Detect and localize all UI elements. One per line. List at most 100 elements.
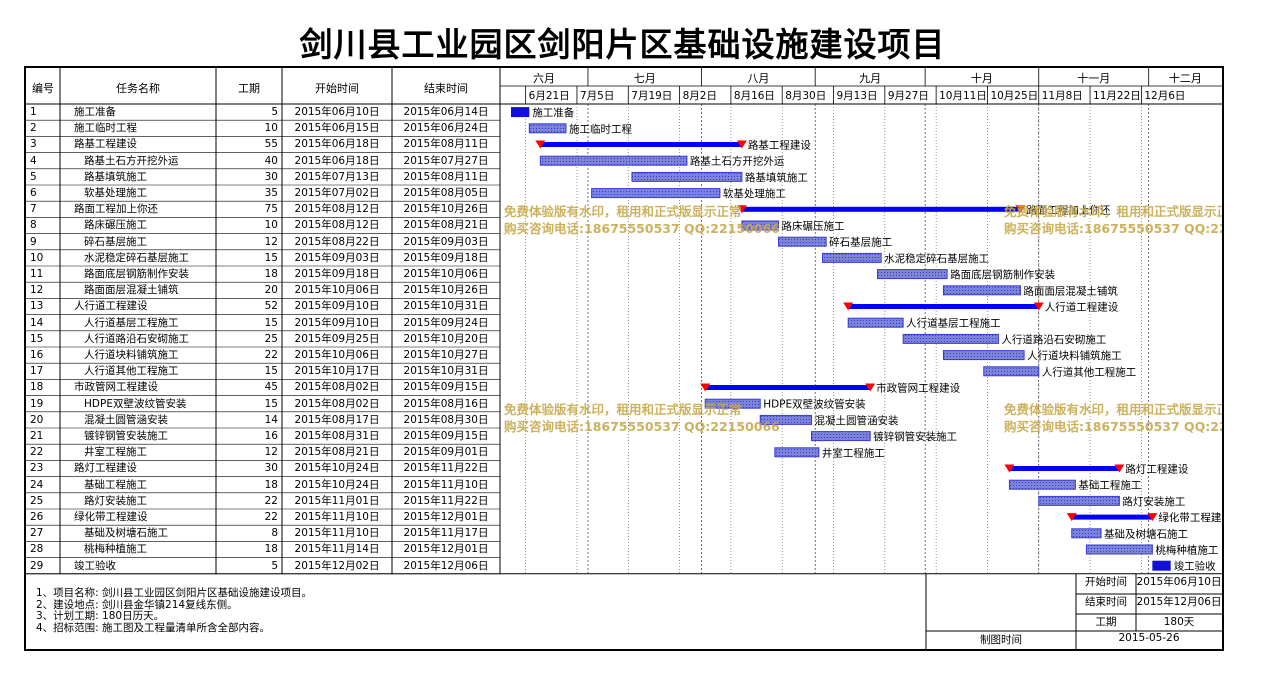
note-line: 2、建设地点: 剑川县金华镇214复线东侧。 [36,598,238,611]
task-end: 2015年09月18日 [403,251,489,264]
task-name: 镀锌钢管安装施工 [84,430,168,442]
summary-bar [1071,514,1153,520]
task-start: 2015年10月06日 [294,349,380,361]
week-label: 11月8日 [1041,90,1083,102]
gantt-bars: 施工准备施工临时工程路基工程建设路基土石方开挖外运路基填筑施工软基处理施工路面工… [504,106,1222,573]
bar-label: 人行道路沿石安砌施工 [1001,333,1106,346]
task-end: 2015年09月03日 [403,235,489,248]
bar-label: 绿化带工程建设 [1158,511,1222,524]
bar-label: 路灯工程建设 [1125,463,1188,476]
summary-bar [1009,466,1120,471]
task-start: 2015年08月21日 [294,446,380,459]
task-duration: 10 [264,219,278,232]
task-duration: 10 [264,122,278,135]
row-number: 25 [30,494,44,507]
task-start: 2015年10月24日 [294,462,380,475]
task-duration: 15 [264,316,278,329]
task-name: 软基处理施工 [84,187,147,199]
watermark-line: 免费体验版有水印，租用和正式版显示正常 [504,402,742,417]
task-end: 2015年09月24日 [403,316,489,329]
summary-marker [865,383,876,392]
row-number: 7 [30,203,37,216]
summary-bar [741,206,1021,212]
bar-label: 镀锌钢管安装施工 [873,430,957,443]
summary-bar [848,304,1039,309]
task-start: 2015年09月25日 [294,332,380,345]
task-name: 竣工验收 [74,559,116,572]
row-number: 27 [30,527,44,540]
task-name: 绿化带工程建设 [74,511,148,523]
task-start: 2015年09月10日 [294,316,380,329]
summary-marker [1066,513,1077,522]
task-bar [741,220,780,231]
task-name: 市政管网工程建设 [74,381,158,394]
row-number: 2 [30,122,37,135]
task-duration: 75 [264,203,278,216]
task-bar [704,398,761,409]
summary-bar [705,385,871,390]
note-line: 3、计划工期: 180日历天。 [36,610,165,622]
summary-bar [540,142,742,147]
row-number: 24 [30,478,44,491]
bar-label: 路面底层钢筋制作安装 [950,268,1055,281]
task-name: 路床碾压施工 [84,219,147,232]
summary-marker [1114,464,1125,473]
task-bar [876,269,948,280]
task-start: 2015年06月18日 [294,138,380,151]
task-end: 2015年08月11日 [403,170,489,183]
task-name: 混凝土圆管涵安装 [84,413,168,426]
summary-duration-value: 180天 [1163,616,1195,628]
task-duration: 22 [264,349,278,361]
task-start: 2015年08月17日 [294,413,380,426]
task-bar [528,123,567,134]
bar-label: 路灯安装施工 [1122,495,1185,508]
task-start: 2015年08月12日 [294,219,380,232]
bar-label: 混凝土圆管涵安装 [815,414,899,427]
task-start: 2015年08月22日 [294,235,380,248]
header-name: 任务名称 [116,82,160,95]
task-name: 人行道其他工程施工 [84,365,179,378]
summary-start-value: 2015年06月10日 [1136,576,1222,588]
bar-label: 人行道块料铺筑施工 [1027,349,1122,362]
task-name: 路基填筑施工 [84,170,147,183]
task-bar [1085,544,1153,555]
task-name: 路面面层混凝土铺筑 [84,284,179,297]
bar-label: 人行道工程建设 [1045,301,1119,314]
note-line: 4、招标范围: 施工图及工程量清单所含全部内容。 [36,621,271,634]
row-number: 23 [30,462,44,475]
task-start: 2015年11月01日 [294,494,380,507]
task-duration: 55 [264,138,278,151]
task-duration: 15 [264,397,278,410]
summary-drawn-value: 2015-05-26 [1118,632,1180,644]
row-number: 15 [30,332,44,345]
row-number: 18 [30,381,44,394]
task-end: 2015年10月27日 [403,349,489,361]
row-number: 26 [30,511,44,523]
task-start: 2015年06月10日 [294,106,380,118]
bar-label: HDPE双壁波纹管安装 [763,398,866,411]
task-duration: 25 [264,332,278,345]
row-number: 11 [30,268,44,280]
summary-marker [736,205,747,214]
task-duration: 22 [264,511,278,523]
month-label: 六月 [532,72,555,85]
task-duration: 12 [264,235,278,248]
gantt-grid [26,68,1222,649]
task-bar [942,350,1025,361]
bar-label: 基础及树塘石施工 [1104,527,1188,540]
task-duration: 52 [264,300,278,313]
task-duration: 30 [264,462,278,475]
bar-label: 人行道其他工程施工 [1042,365,1137,378]
task-end: 2015年07月27日 [403,154,489,167]
week-label: 9月13日 [836,90,878,102]
task-bar [510,107,530,118]
task-start: 2015年09月10日 [294,300,380,313]
row-number: 4 [30,154,37,167]
summary-marker [843,302,854,311]
task-start: 2015年11月10日 [294,527,380,540]
note-line: 1、项目名称: 剑川县工业园区剑阳片区基础设施建设项目。 [36,587,313,599]
task-duration: 12 [264,446,278,459]
task-bar [983,366,1040,377]
task-duration: 14 [264,413,278,426]
summary-marker [1004,464,1015,473]
